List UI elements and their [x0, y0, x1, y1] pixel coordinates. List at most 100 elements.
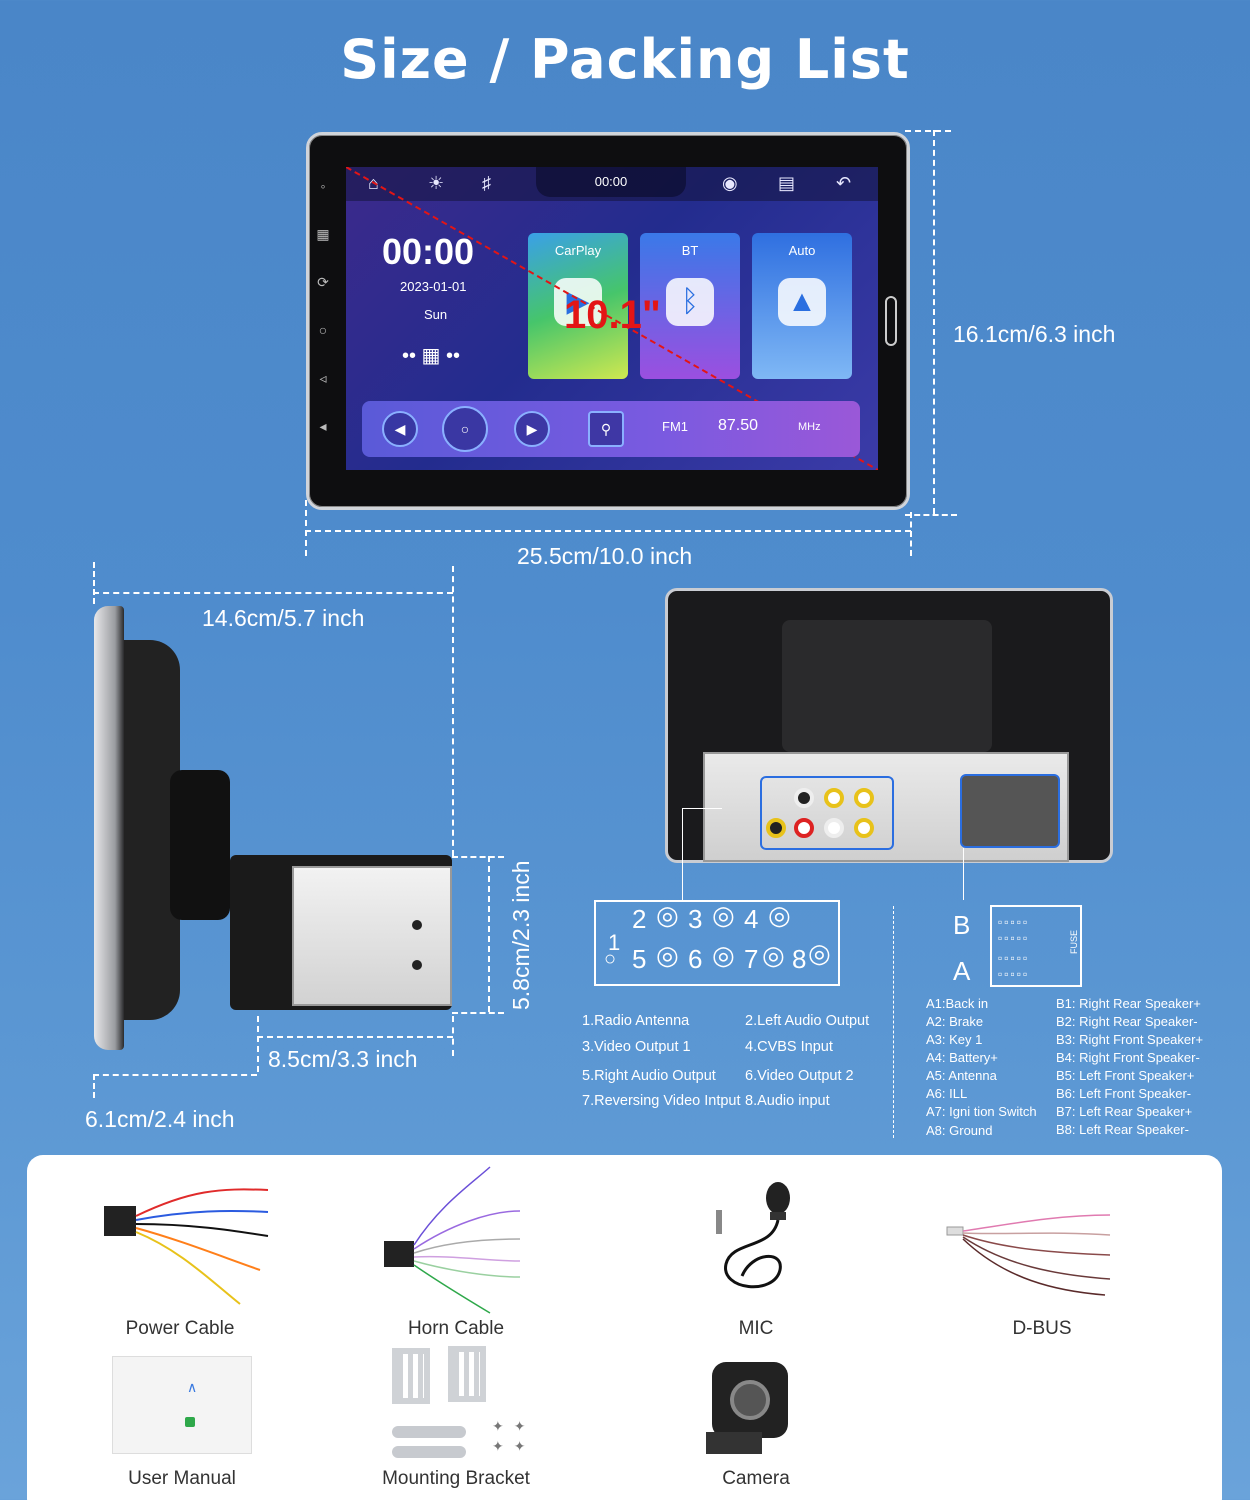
home-date: 2023-01-01: [400, 279, 467, 294]
camera-lens-icon: [730, 1380, 770, 1420]
power-icon: ○: [318, 322, 328, 338]
power-cable-label: Power Cable: [125, 1318, 235, 1339]
grid-icon: ▦: [316, 226, 330, 242]
height-dim-label: 16.1cm/6.3 inch: [953, 321, 1116, 347]
rca-leader-line: [682, 808, 683, 900]
depth-dim-tick-left: [93, 562, 95, 604]
legend-item: 5.Right Audio Output: [582, 1068, 716, 1084]
rca-num-7: 7: [744, 944, 759, 974]
page-title: Size / Packing List: [340, 28, 910, 91]
pin-a: A4: Battery+: [926, 1050, 998, 1065]
bracket-plate: [392, 1348, 430, 1404]
status-clock: 00:00: [536, 167, 686, 197]
width-dim-label: 25.5cm/10.0 inch: [517, 543, 693, 569]
auto-label: Auto: [788, 243, 816, 258]
width-dim-line: [305, 530, 911, 532]
touch-screen: ⌂ ☀ ♯ 00:00 ◉ ▤ ↶ 00:00 2023-01-01 Sun •…: [346, 167, 878, 470]
brightness-icon: ☀: [428, 173, 445, 193]
next-icon: ▶: [514, 411, 550, 447]
antenna-jack-icon: ○: [604, 948, 617, 970]
legend-item: 7.Reversing Video Intput: [582, 1093, 741, 1109]
chassis-depth-tick-right: [452, 1016, 454, 1056]
carplay-label: CarPlay: [554, 243, 602, 258]
iso-port: [960, 774, 1060, 848]
android-auto-icon: ∧: [187, 1379, 198, 1395]
height-dim-tick-bottom: [905, 514, 957, 516]
screen-size-label: 10.1": [564, 293, 661, 337]
legend-item: 8.Audio input: [745, 1093, 830, 1109]
chassis-height-line: [488, 856, 490, 1012]
rca-jack-icon: ◎: [656, 900, 679, 930]
mic-image: [716, 1182, 790, 1289]
app-drawer-icon: •• ▦ ••: [402, 345, 461, 367]
legend-item: 6.Video Output 2: [745, 1068, 854, 1084]
pin-a: A1:Back in: [926, 996, 989, 1011]
nav-icon: ⟳: [317, 274, 329, 290]
camera-label: Camera: [722, 1468, 790, 1489]
rca-jack-icon: ◎: [768, 900, 791, 930]
bluetooth-status-icon: ◉: [722, 173, 738, 193]
home-clock: 00:00: [382, 231, 475, 272]
pin-a: A3: Key 1: [926, 1032, 983, 1047]
bluetooth-icon: ᛒ: [666, 278, 714, 326]
home-day: Sun: [424, 307, 448, 322]
user-manual-image: ∧: [112, 1356, 252, 1454]
pin-row-icon: ▫▫▫▫▫: [998, 951, 1030, 965]
back-icon: ↶: [836, 173, 852, 193]
section-divider: [893, 906, 894, 1138]
rca-port-group: [760, 776, 894, 850]
legend-item: 1.Radio Antenna: [582, 1013, 690, 1029]
key-tool: [392, 1446, 466, 1458]
rca-num-2: 2: [632, 904, 647, 934]
camera-mount: [706, 1432, 762, 1454]
camera-image: [712, 1362, 788, 1438]
rca-leader-line-h: [682, 808, 722, 809]
user-manual-label: User Manual: [128, 1468, 236, 1489]
radio-unit: MHz: [798, 421, 821, 433]
pin-b: B1: Right Rear Speaker+: [1056, 996, 1201, 1011]
dbus-image: [946, 1214, 1111, 1296]
screws-icon: ✦✦: [492, 1438, 536, 1454]
side-view-arm: [170, 770, 230, 920]
width-dim-tick-left: [305, 500, 307, 556]
side-view-panel: [94, 606, 124, 1050]
side-view-frame: [292, 866, 452, 1006]
mounting-bracket-image: ✦✦ ✦✦: [388, 1346, 538, 1458]
side-handle: [885, 296, 897, 346]
chassis-height-tick-bottom: [452, 1012, 504, 1014]
horn-cable-label: Horn Cable: [407, 1318, 505, 1339]
panel-depth-label: 6.1cm/2.4 inch: [85, 1106, 235, 1132]
fuse-label: FUSE: [1069, 929, 1080, 955]
mic-label: MIC: [738, 1318, 774, 1339]
iso-row-a-label: A: [953, 956, 971, 986]
previous-icon: ◀: [382, 411, 418, 447]
rca-jack-icon: ◎: [656, 940, 679, 970]
bracket-plate: [448, 1346, 486, 1402]
chassis-height-tick-top: [452, 856, 504, 858]
rca-diagram: 2 ◎ 3 ◎ 4 ◎ 1 ○ 5 ◎ 6 ◎ 7 ◎ 8 ◎: [594, 900, 840, 986]
pin-row-icon: ▫▫▫▫▫: [998, 967, 1030, 981]
rca-num-3: 3: [688, 904, 703, 934]
side-button-strip: ◦ ▦ ⟳ ○ ◃ ◂: [312, 178, 334, 468]
antenna-icon: ⚲: [588, 411, 624, 447]
depth-dim-tick-right: [452, 566, 454, 856]
chassis-depth-tick-left: [257, 1016, 259, 1072]
radio-band: FM1: [662, 419, 688, 434]
rear-mount: [782, 620, 992, 752]
dbus-label: D-BUS: [1012, 1318, 1072, 1339]
search-icon: ○: [442, 406, 488, 452]
depth-dim-line: [93, 592, 453, 594]
pin-b: B5: Left Front Speaker+: [1056, 1068, 1195, 1083]
horn-cable-image: [384, 1166, 521, 1314]
depth-dim-label: 14.6cm/5.7 inch: [202, 605, 365, 631]
pin-b: B3: Right Front Speaker+: [1056, 1032, 1204, 1047]
key-tool: [392, 1426, 466, 1438]
android-auto-icon: ▲: [778, 278, 826, 326]
rca-jack-icon: ◎: [762, 940, 785, 970]
legend-item: 3.Video Output 1: [582, 1039, 691, 1055]
pin-b: B2: Right Rear Speaker-: [1056, 1014, 1198, 1029]
audio-jack-icon: ◎: [808, 938, 831, 968]
folder-icon: ▤: [778, 173, 796, 193]
rca-num-5: 5: [632, 944, 647, 974]
rca-num-6: 6: [688, 944, 703, 974]
